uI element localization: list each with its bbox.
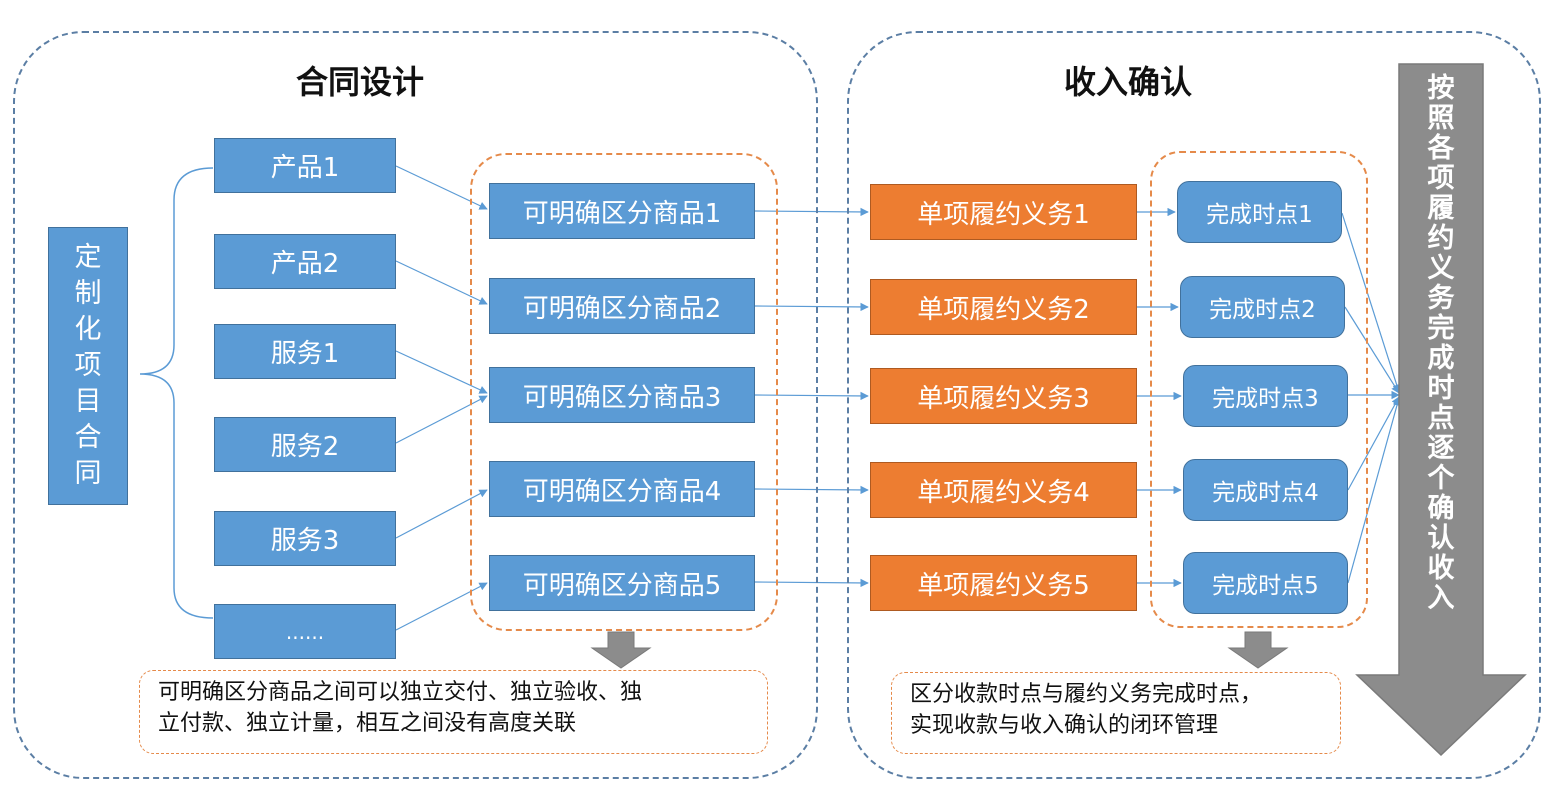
arrow-char: 照 — [1427, 103, 1455, 134]
contract-char: 目 — [74, 386, 102, 417]
arrow-char: 项 — [1427, 163, 1455, 194]
arrow-char: 认 — [1427, 523, 1455, 554]
distinct-goods-frame — [470, 153, 778, 631]
note-line: 区分收款时点与履约义务完成时点， — [910, 682, 1263, 707]
closed-loop-note: 区分收款时点与履约义务完成时点， 实现收款与收入确认的闭环管理 — [891, 672, 1341, 754]
contract-char: 同 — [74, 458, 102, 489]
revenue-recognition-title: 收入确认 — [1063, 63, 1192, 101]
performance-obligation-5: 单项履约义务5 — [870, 555, 1137, 611]
item-more: ...... — [214, 604, 396, 659]
arrow-char: 完 — [1427, 313, 1455, 344]
completion-points-frame — [1150, 151, 1368, 628]
arrow-char: 确 — [1427, 493, 1455, 524]
arrow-char: 履 — [1427, 193, 1455, 224]
arrow-char: 务 — [1427, 283, 1455, 314]
contract-design-panel — [13, 31, 818, 779]
arrow-char: 点 — [1427, 403, 1455, 434]
contract-design-title: 合同设计 — [295, 63, 424, 101]
completion-point-5: 完成时点5 — [1183, 552, 1348, 614]
arrow-char: 约 — [1427, 223, 1455, 254]
revenue-recognition-panel — [847, 31, 1541, 779]
arrow-char: 成 — [1427, 343, 1455, 374]
item-service-2: 服务2 — [214, 417, 396, 472]
distinct-goods-2: 可明确区分商品2 — [489, 278, 755, 334]
distinct-goods-4: 可明确区分商品4 — [489, 461, 755, 517]
item-product-2: 产品2 — [214, 234, 396, 289]
arrow-char: 个 — [1427, 463, 1455, 494]
completion-point-3: 完成时点3 — [1183, 365, 1348, 427]
performance-obligation-2: 单项履约义务2 — [870, 279, 1137, 335]
distinct-goods-note: 可明确区分商品之间可以独立交付、独立验收、独 立付款、独立计量，相互之间没有高度… — [139, 670, 768, 754]
note-line: 可明确区分商品之间可以独立交付、独立验收、独 — [158, 680, 643, 705]
distinct-goods-3: 可明确区分商品3 — [489, 367, 755, 423]
completion-point-4: 完成时点4 — [1183, 459, 1348, 521]
connector-point1-recognition — [1341, 212, 1401, 393]
arrow-char: 时 — [1427, 373, 1455, 404]
completion-point-1: 完成时点1 — [1177, 181, 1342, 243]
distinct-goods-5: 可明确区分商品5 — [489, 555, 755, 611]
contract-char: 化 — [74, 314, 102, 345]
arrow-char: 入 — [1427, 583, 1455, 614]
distinct-goods-1: 可明确区分商品1 — [489, 183, 755, 239]
contract-char: 合 — [74, 422, 102, 453]
arrow-char: 逐 — [1427, 433, 1455, 464]
connector-goods1-obligation1 — [754, 207, 869, 217]
arrow-char: 按 — [1427, 73, 1455, 104]
arrow-char: 各 — [1427, 133, 1455, 164]
note-line: 立付款、独立计量，相互之间没有高度关联 — [158, 711, 577, 736]
connector-point4-recognition — [1347, 396, 1400, 491]
item-service-1: 服务1 — [214, 324, 396, 379]
grouping-brace — [139, 167, 214, 619]
arrow-char: 义 — [1427, 253, 1455, 284]
performance-obligation-4: 单项履约义务4 — [870, 462, 1137, 518]
arrow-char: 收 — [1427, 553, 1455, 584]
down-arrow-icon — [590, 631, 652, 669]
completion-point-2: 完成时点2 — [1180, 276, 1345, 338]
connector-goods5-obligation5 — [754, 578, 869, 588]
item-product-1: 产品1 — [214, 138, 396, 193]
contract-char: 制 — [74, 278, 102, 309]
connector-point2-recognition — [1344, 306, 1400, 394]
performance-obligation-3: 单项履约义务3 — [870, 368, 1137, 424]
contract-char: 项 — [74, 350, 102, 381]
connector-goods2-obligation2 — [754, 302, 869, 312]
contract-char: 定 — [74, 242, 102, 273]
down-arrow-icon — [1227, 631, 1289, 669]
connector-goods3-obligation3 — [754, 391, 869, 401]
recognition-arrow-label: 按 照 各 项 履 约 义 务 完 成 时 点 逐 个 确 认 收 入 — [1401, 74, 1481, 614]
connector-goods4-obligation4 — [754, 485, 869, 495]
note-line: 实现收款与收入确认的闭环管理 — [910, 713, 1219, 738]
connector-point5-recognition — [1347, 397, 1402, 584]
item-service-3: 服务3 — [214, 511, 396, 566]
custom-project-contract-box: 定 制 化 项 目 合 同 — [48, 227, 128, 505]
performance-obligation-1: 单项履约义务1 — [870, 184, 1137, 240]
